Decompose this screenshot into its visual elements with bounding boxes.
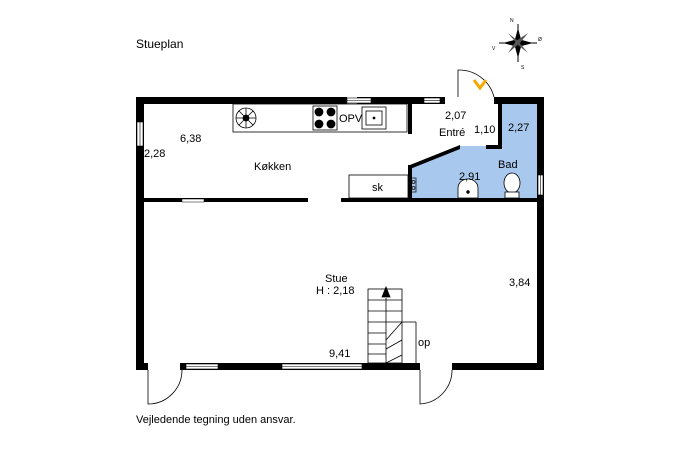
washbasin-icon [457, 178, 479, 199]
entry-arrow-icon [472, 79, 488, 91]
compass-east: Ø [538, 37, 542, 43]
entrance-door [457, 69, 495, 98]
living-name: Stue [325, 273, 348, 285]
kitchen-depth: 2,28 [144, 148, 165, 160]
compass-west: V [492, 46, 496, 52]
cabinet-label: sk [372, 182, 384, 194]
kitchen-counter [232, 103, 408, 133]
kitchen-partition-window [181, 198, 205, 203]
boiler-icon [410, 177, 417, 193]
sink-icon [361, 106, 387, 130]
terrace-doors [147, 369, 453, 405]
entrance-depth: 1,10 [474, 124, 495, 136]
living-depth: 3,84 [509, 277, 530, 289]
kitchen-width: 6,38 [180, 133, 201, 145]
oven-label: OPV [339, 113, 363, 125]
windows [136, 97, 544, 370]
living-height: H : 2,18 [316, 285, 355, 297]
interior-walls [144, 104, 537, 202]
bath-width: 2,91 [459, 171, 480, 183]
stairs-label: op [418, 337, 430, 349]
disclaimer: Vejledende tegning uden ansvar. [136, 414, 296, 426]
bathroom-area [410, 104, 537, 198]
compass-north: N [510, 18, 514, 24]
entrance-width: 2,07 [445, 110, 466, 122]
cabinet [348, 174, 409, 199]
staircase [367, 285, 417, 364]
kitchen-name: Køkken [254, 161, 291, 173]
bath-depth: 2,27 [508, 122, 529, 134]
entrance-name: Entré [439, 127, 465, 139]
living-width: 9,41 [329, 348, 350, 360]
compass-south: S [521, 65, 525, 71]
bath-name: Bad [498, 159, 518, 171]
compass-rose-icon: N Ø V S [492, 18, 542, 71]
cooktop-icon [312, 105, 338, 131]
toilet-icon [503, 172, 521, 199]
plan-title: Stueplan [136, 37, 183, 51]
